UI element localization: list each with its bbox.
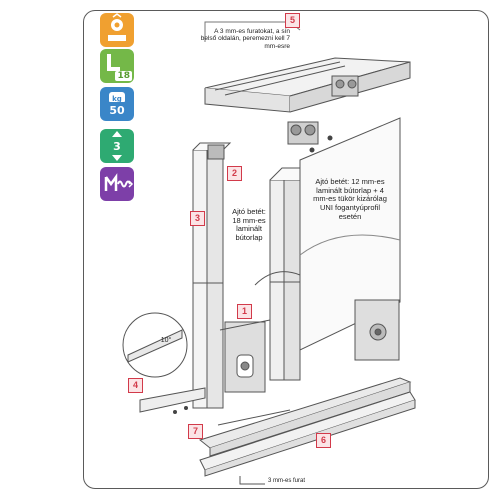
weight-capacity-icon: kg 50 xyxy=(100,87,134,121)
part-tag-6: 6 xyxy=(316,433,331,448)
part-tag-5: 5 xyxy=(285,13,300,28)
thickness-label: 18 xyxy=(115,71,132,81)
spacing-value: 3 xyxy=(113,140,121,153)
installation-icon xyxy=(100,13,134,47)
angle-label: 10° xyxy=(160,337,172,344)
bottom-hole-note: 3 mm-es furat xyxy=(268,478,306,484)
spacing-icon: 3 xyxy=(100,129,134,163)
weight-value: 50 xyxy=(109,104,125,117)
diagram-frame xyxy=(83,10,489,489)
right-door-insert-note: Ajtó betét: 12 mm-es laminált bútorlap +… xyxy=(313,177,387,221)
soft-close-icon xyxy=(100,167,134,201)
part-tag-3: 3 xyxy=(190,211,205,226)
part-tag-1: 1 xyxy=(237,304,252,319)
part-tag-7: 7 xyxy=(188,424,203,439)
weight-icon xyxy=(109,92,125,102)
left-door-insert-note: Ajtó betét: 18 mm-es laminált bútorlap xyxy=(232,207,266,242)
weight-unit: kg xyxy=(112,95,122,103)
rail-drilling-note: A 3 mm-es furatokat, a sín belső oldalán… xyxy=(200,28,290,50)
part-tag-4: 4 xyxy=(128,378,143,393)
panel-thickness-icon: 18 xyxy=(100,49,134,83)
part-tag-2: 2 xyxy=(227,166,242,181)
